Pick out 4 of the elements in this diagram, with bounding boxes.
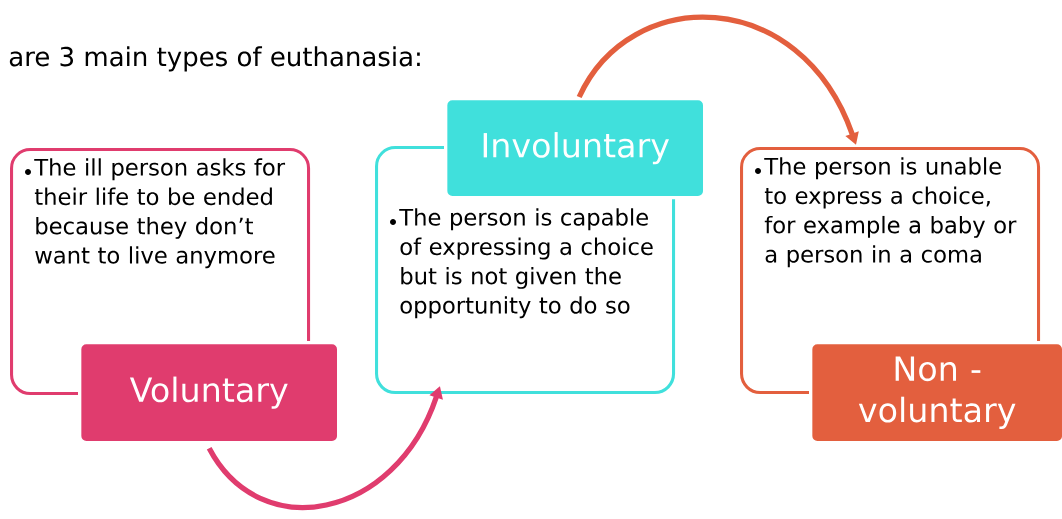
heading: are 3 main types of euthanasia:: [9, 46, 420, 72]
label-box: Involuntary: [444, 97, 707, 200]
label-box: Non - voluntary: [809, 341, 1062, 445]
label-box: Voluntary: [78, 341, 341, 445]
